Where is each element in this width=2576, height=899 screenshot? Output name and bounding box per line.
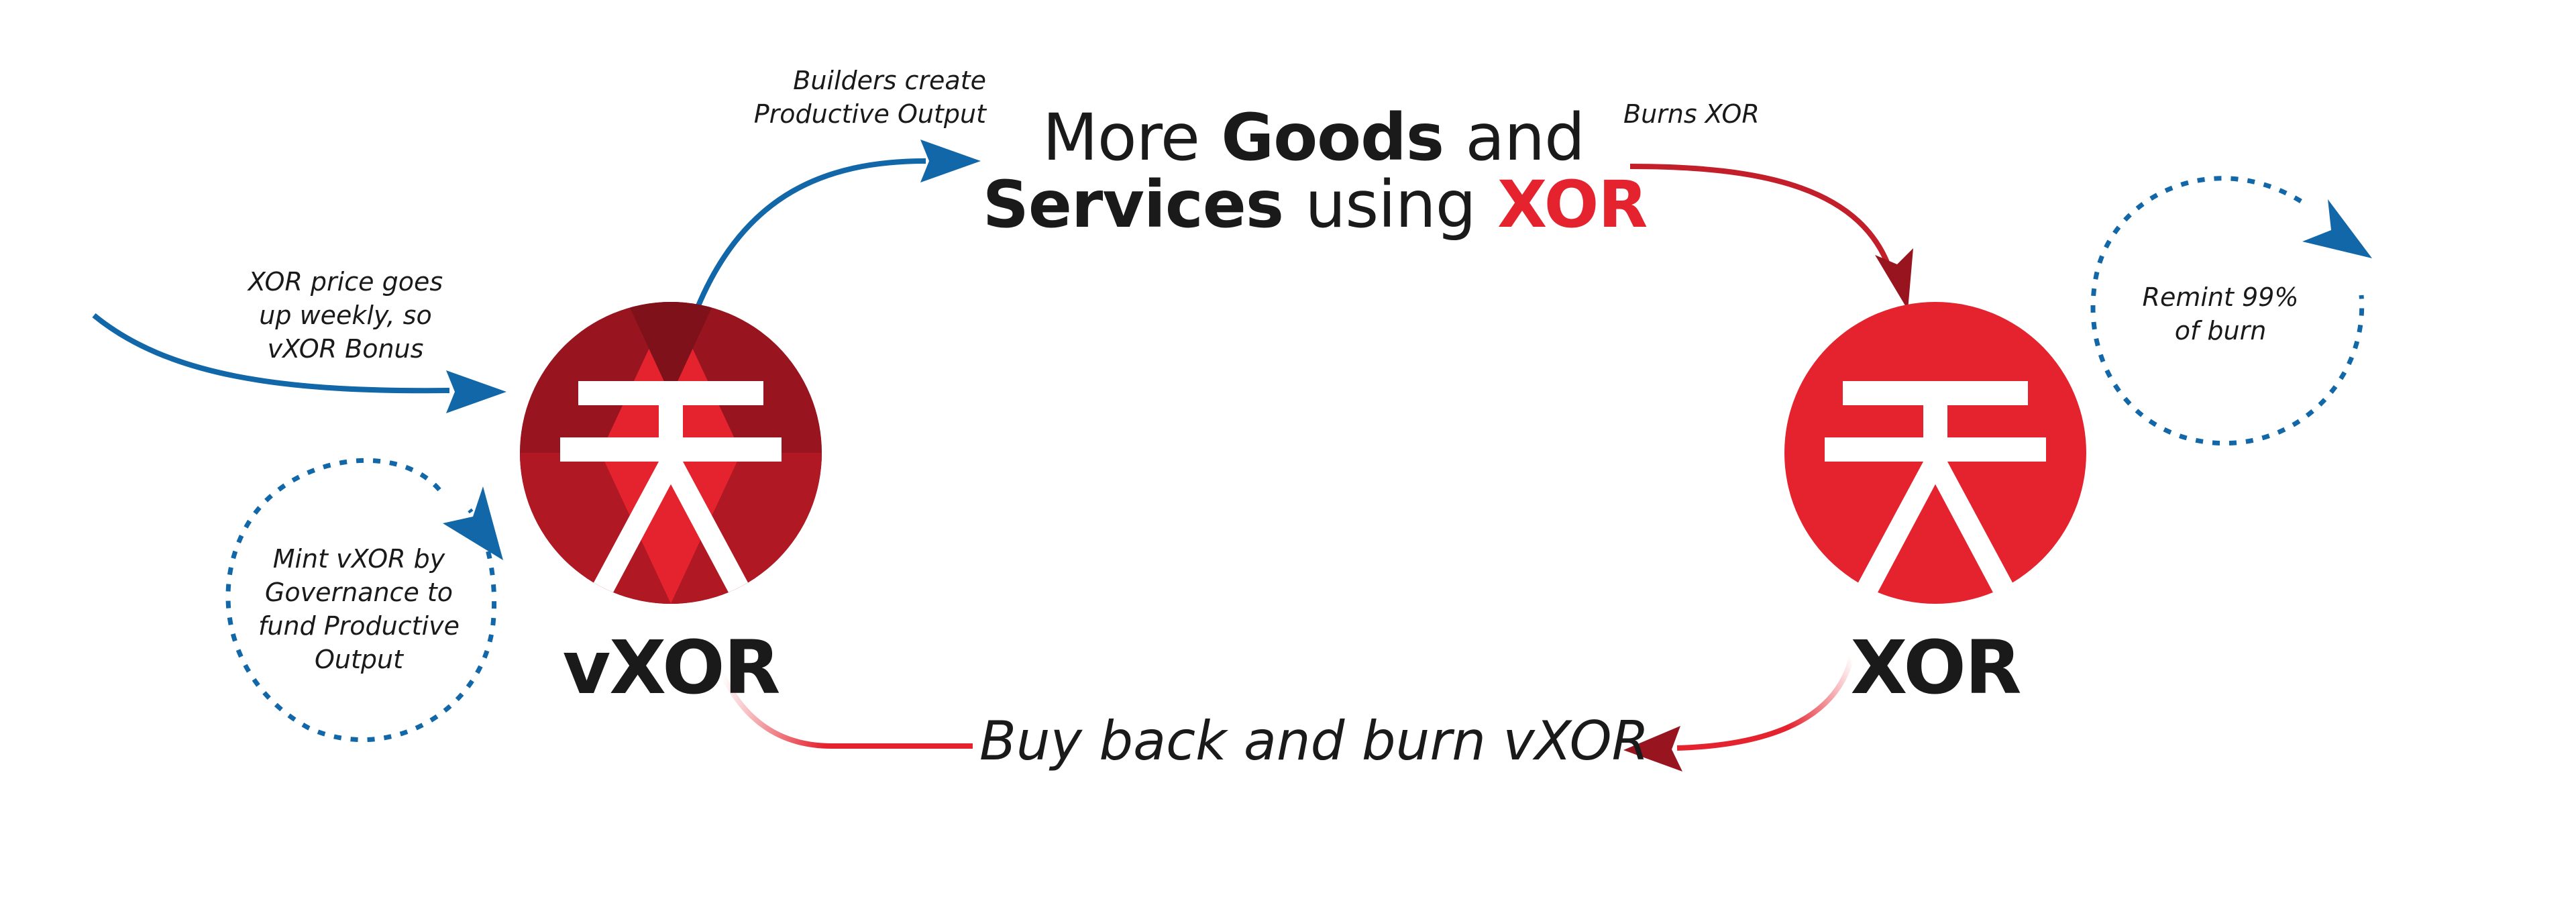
title-and: and [1465,100,1585,175]
xor-label: XOR [1850,625,2021,710]
burns-arrow [1629,164,1894,276]
remint-label: Remint 99% of burn [2120,280,2321,348]
price-arrow-head [446,370,506,413]
buyback-arrow-left [708,643,973,749]
title-services: Services [982,167,1284,242]
mint-line-1: Mint vXOR by [272,544,445,574]
builders-arrow-head [920,140,981,182]
mint-line-2: Governance to [264,578,453,607]
mint-line-4: Output [315,645,403,674]
remint-line-2: of burn [2174,316,2267,346]
title-line-1: More Goods and [1038,97,1589,178]
buyback-arrow-right [1676,657,1854,751]
burns-arrow-head [1875,248,1913,310]
title-goods: Goods [1221,100,1444,175]
vxor-coin [520,302,822,604]
burns-line: Burns XOR [1623,99,1760,129]
builders-line-2: Productive Output [753,99,986,129]
buyback-label: Buy back and burn vXOR [979,710,1650,772]
remint-loop [2090,176,2365,446]
mint-label: Mint vXOR by Governance to fund Producti… [245,542,473,676]
price-arrow [92,313,450,394]
remint-loop-head [2302,199,2372,258]
builders-line-1: Builders create [793,66,986,95]
title: More Goods and [1038,97,1589,178]
mint-line-3: fund Productive [258,611,460,641]
mint-loop [225,458,497,742]
price-line-1: XOR price goes [248,267,443,297]
burns-label: Burns XOR [1623,97,1838,131]
price-line-3: vXOR Bonus [267,334,424,364]
title-using: using [1305,167,1476,242]
title-more: More [1042,100,1200,175]
buyback-arrow-head [1623,726,1682,772]
price-label: XOR price goes up weekly, so vXOR Bonus [221,265,470,366]
xor-coin [1784,302,2086,604]
mint-loop-head [443,486,503,560]
remint-line-1: Remint 99% [2142,282,2299,312]
builders-arrow [695,158,926,309]
builders-label: Builders create Productive Output [698,64,986,131]
vxor-label: vXOR [562,625,781,710]
price-line-2: up weekly, so [259,301,432,330]
title-2: Services using XOR [979,164,1650,245]
title-xor: XOR [1497,167,1648,242]
